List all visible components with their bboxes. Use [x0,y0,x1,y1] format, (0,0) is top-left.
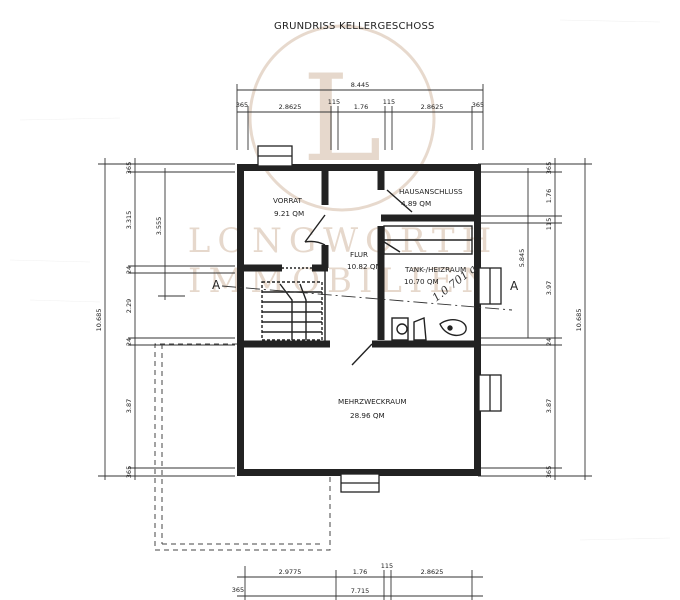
building-walls [237,164,481,476]
dim-bottom-4: 2.8625 [421,568,444,576]
dimension-right: 10.685 365 1.76 115 3.97 24 3.87 365 5.8… [478,158,592,480]
dim-right-1: 1.76 [545,189,553,203]
dim-left-total: 10.685 [95,309,103,332]
dim-bottom-2: 1.76 [353,568,367,576]
dim-right-6: 365 [545,466,553,478]
dim-right-inner: 5.845 [518,249,526,268]
dim-bottom-total: 7.715 [351,587,370,595]
watermark: L LONGWORTH IMMOBILIEN [188,24,499,301]
room-mehrzweck-name: MEHRZWECKRAUM [338,397,407,406]
dim-top-6: 365 [472,101,484,109]
dim-left-4: 24 [125,338,133,346]
dim-left-2: 24 [125,266,133,274]
dim-left-inner: 3.555 [155,217,163,236]
watermark-line1: LONGWORTH [188,221,499,261]
dim-top-0: 365 [236,101,248,109]
dim-right-5: 3.87 [545,399,553,413]
tank-equipment [383,225,473,341]
room-labels: VORRAT 9.21 QM HAUSANSCHLUSS 4.89 QM FLU… [273,187,466,420]
staircase [261,281,323,341]
dim-left-3: 2.29 [125,299,133,313]
dashed-outline [154,343,331,551]
dim-right-4: 24 [545,338,553,346]
windows [257,145,502,493]
drawing-title: GRUNDRISS KELLERGESCHOSS [274,21,435,32]
dim-bottom-1: 2.9775 [279,568,302,576]
dimension-bottom: 365 2.9775 1.76 115 2.8625 7.715 [232,562,483,600]
dim-top-1: 2.8625 [279,103,302,111]
room-tank-area: 10.70 QM [404,277,439,286]
room-flur-area: 10.82 QM [347,262,382,271]
dim-right-3: 3.97 [545,281,553,295]
dim-right-0: 365 [545,162,553,174]
dim-bottom-0: 365 [232,586,244,594]
paper-texture [9,19,671,541]
dim-left-6: 365 [125,466,133,478]
dim-top-3: 1.76 [354,103,368,111]
room-vorrat-area: 9.21 QM [274,209,304,218]
dimension-left: 10.685 365 3.315 24 2.29 24 3.87 365 3.5… [95,158,235,480]
dim-left-5: 3.87 [125,399,133,413]
dim-top-total: 8.445 [351,81,370,89]
section-line: A A [212,278,519,311]
watermark-ring [248,24,436,212]
section-mark-left: A [212,278,221,292]
dim-left-0: 365 [125,162,133,174]
room-hausanschluss-area: 4.89 QM [401,199,431,208]
section-mark-right: A [510,279,519,293]
dim-top-2: 115 [328,98,340,106]
room-hausanschluss-name: HAUSANSCHLUSS [399,187,463,196]
room-tank-name: TANK-/HEIZRAUM [404,265,466,274]
room-mehrzweck-area: 28.96 QM [350,411,385,420]
dim-right-2: 115 [545,218,553,230]
dim-left-1: 3.315 [125,211,133,230]
room-flur-name: FLUR [350,250,368,259]
dim-top-5: 2.8625 [421,103,444,111]
dim-bottom-3: 115 [381,562,393,570]
dim-top-4: 115 [383,98,395,106]
dimension-top: 8.445 365 2.8625 115 1.76 115 2.8625 365 [236,81,484,150]
dim-right-total: 10.685 [575,309,583,332]
doors [282,189,413,366]
room-vorrat-name: VORRAT [273,196,303,205]
